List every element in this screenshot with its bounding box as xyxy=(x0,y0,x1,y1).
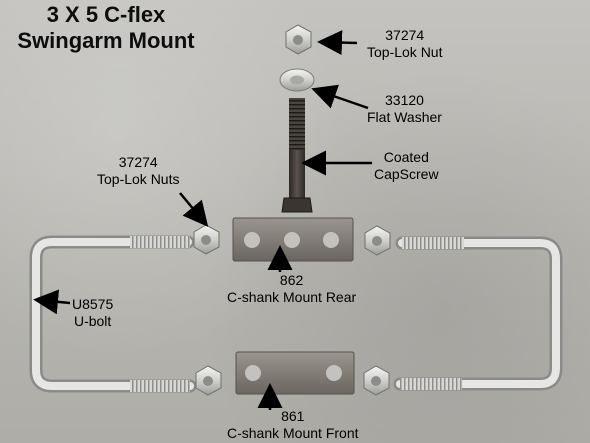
ubolt-name: U-bolt xyxy=(73,313,112,329)
capscrew-line-1: Coated xyxy=(383,149,429,165)
flat-washer xyxy=(279,68,315,92)
side-nuts-part: 37274 xyxy=(118,154,158,170)
capscrew-line-2: CapScrew xyxy=(374,166,439,182)
arrow-side-nuts xyxy=(179,192,209,227)
nut-top xyxy=(285,24,312,55)
arrow-top-nut xyxy=(317,30,358,56)
nut-right-upper xyxy=(364,225,391,256)
washer-part: 33120 xyxy=(385,92,424,108)
side-nuts-name: Top-Lok Nuts xyxy=(97,171,180,187)
arrow-ubolt xyxy=(33,289,71,315)
nut-left-upper xyxy=(193,224,220,255)
label-washer: 33120 Flat Washer xyxy=(367,92,442,126)
washer-name: Flat Washer xyxy=(367,109,442,125)
label-side-nuts: 37274 Top-Lok Nuts xyxy=(97,154,179,188)
label-top-nut: 37274 Top-Lok Nut xyxy=(367,27,442,61)
label-capscrew: Coated CapScrew xyxy=(374,149,439,183)
ubolt-right xyxy=(393,236,563,391)
mount-plate-front xyxy=(235,351,355,395)
nut-left-lower xyxy=(195,365,222,396)
label-front-mount: 861 C-shank Mount Front xyxy=(227,408,359,442)
label-ubolt: U8575 U-bolt xyxy=(72,296,113,330)
title-line-2: Swingarm Mount xyxy=(17,28,195,53)
mount-plate-rear xyxy=(232,217,354,262)
ubolt-part: U8575 xyxy=(72,296,114,312)
arrow-washer xyxy=(311,84,369,110)
title-line-1: 3 X 5 C-flex xyxy=(46,2,166,27)
front-mount-part: 861 xyxy=(281,408,305,424)
nut-right-lower xyxy=(363,365,390,396)
cap-screw xyxy=(281,98,313,213)
rear-mount-name: C-shank Mount Rear xyxy=(227,289,357,305)
label-rear-mount: 862 C-shank Mount Rear xyxy=(227,272,356,306)
diagram-title: 3 X 5 C-flex Swingarm Mount xyxy=(6,2,206,54)
rear-mount-part: 862 xyxy=(279,272,304,288)
front-mount-name: C-shank Mount Front xyxy=(227,425,359,441)
top-nut-part: 37274 xyxy=(385,27,425,43)
top-nut-name: Top-Lok Nut xyxy=(367,44,443,60)
